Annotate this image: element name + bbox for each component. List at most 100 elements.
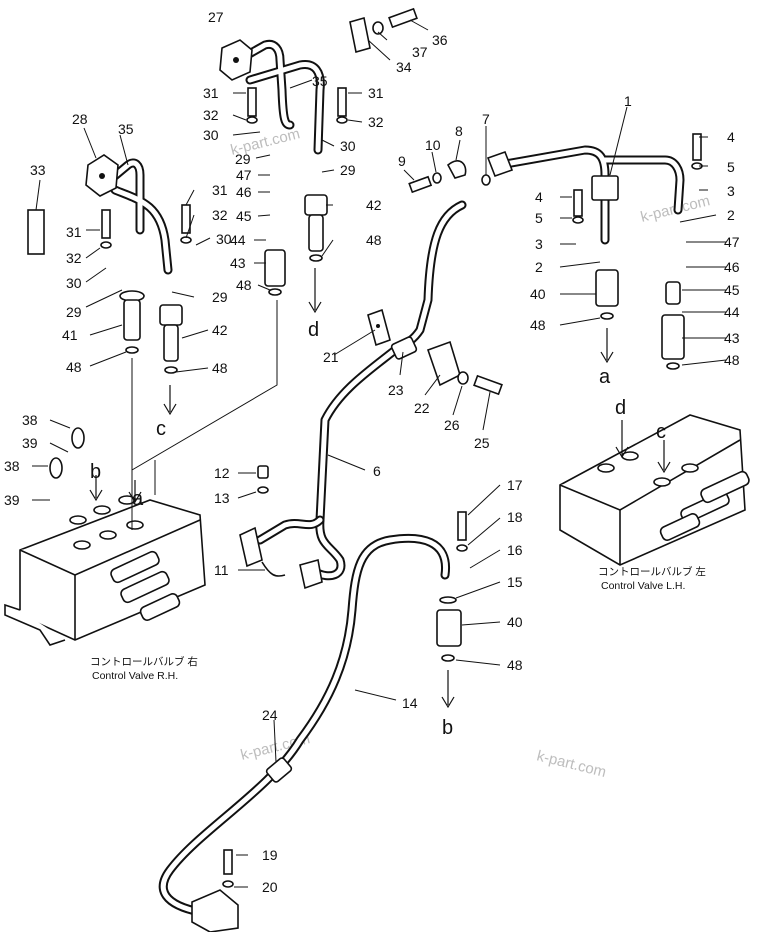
callout-7: 7 (482, 111, 490, 127)
callout-16: 16 (507, 542, 523, 558)
callout-13: 13 (214, 490, 230, 506)
callout-48: 48 (724, 352, 740, 368)
callout-30: 30 (340, 138, 356, 154)
callout-18: 18 (507, 509, 523, 525)
block-27 (219, 39, 253, 81)
pipe-27 (230, 39, 325, 155)
callout-29: 29 (212, 289, 228, 305)
callout-44: 44 (230, 232, 246, 248)
callout-19: 19 (262, 847, 278, 863)
callout-42: 42 (212, 322, 228, 338)
callout-12: 12 (214, 465, 230, 481)
letter-b: b (442, 717, 453, 739)
callout-14: 14 (402, 695, 418, 711)
block-28 (85, 154, 119, 197)
callout-3: 3 (727, 183, 735, 199)
callout-4: 4 (535, 189, 543, 205)
callout-40: 40 (530, 286, 546, 302)
callout-23: 23 (388, 382, 404, 398)
pipe-6 (310, 200, 467, 581)
callout-35: 35 (312, 73, 328, 89)
valve-stack-left-2 (159, 304, 183, 374)
letter-c: c (656, 421, 666, 443)
clamp-23 (390, 336, 418, 360)
clip-34 (349, 16, 371, 54)
callout-32: 32 (66, 250, 82, 266)
callout-34: 34 (396, 59, 412, 75)
callout-48: 48 (366, 232, 382, 248)
callout-40: 40 (507, 614, 523, 630)
connection-letters: a a b b c c d d (90, 319, 666, 739)
callout-48: 48 (236, 277, 252, 293)
callout-31: 31 (66, 224, 82, 240)
callout-17: 17 (507, 477, 523, 493)
bracket-33 (27, 209, 45, 255)
callout-2: 2 (727, 207, 735, 223)
pipe-28 (105, 158, 173, 275)
callout-8: 8 (455, 123, 463, 139)
callout-22: 22 (414, 400, 430, 416)
letter-d: d (308, 319, 319, 341)
callout-32: 32 (368, 114, 384, 130)
callout-leaders (32, 19, 727, 888)
callout-27: 27 (208, 9, 224, 25)
callout-48: 48 (66, 359, 82, 375)
caption-lh-english: Control Valve L.H. (601, 580, 685, 592)
callout-43: 43 (230, 255, 246, 271)
callout-30: 30 (216, 231, 232, 247)
callout-2: 2 (535, 259, 543, 275)
valve-stack-right (595, 269, 685, 370)
callout-20: 20 (262, 879, 278, 895)
callout-45: 45 (724, 282, 740, 298)
callout-42: 42 (366, 197, 382, 213)
bracket-left-lower (239, 526, 323, 590)
letter-a: a (599, 366, 611, 388)
callout-1: 1 (624, 93, 632, 109)
bolt-9-set (408, 160, 491, 194)
callout-45: 45 (236, 208, 252, 224)
callout-29: 29 (235, 151, 251, 167)
callout-labels: 1 2 2 3 3 4 4 5 5 6 8 9 10 11 12 13 14 1… (4, 9, 740, 895)
bolt-4-right (691, 133, 703, 170)
callout-48: 48 (212, 360, 228, 376)
callout-37: 37 (412, 44, 428, 60)
control-valve-lh (559, 414, 750, 566)
callout-29: 29 (340, 162, 356, 178)
callout-33: 33 (30, 162, 46, 178)
bolt-17 (456, 511, 468, 552)
caption-rh-japanese: コントロールバルブ 右 (90, 655, 198, 668)
pipe-lower-branch (255, 515, 325, 545)
caption-lh-japanese: コントロールバルブ 左 (598, 565, 706, 578)
callout-46: 46 (236, 184, 252, 200)
bolt-31-left (100, 209, 112, 249)
callout-31: 31 (368, 85, 384, 101)
letter-a: a (132, 488, 144, 510)
callout-21: 21 (323, 349, 339, 365)
callout-26: 26 (444, 417, 460, 433)
callout-31: 31 (212, 182, 228, 198)
callout-5: 5 (535, 210, 543, 226)
bolt-12 (257, 465, 269, 494)
callout-39: 39 (22, 435, 38, 451)
callout-28: 28 (72, 111, 88, 127)
callout-38: 38 (22, 412, 38, 428)
callout-35: 35 (118, 121, 134, 137)
callout-48: 48 (507, 657, 523, 673)
connection-lines (89, 268, 671, 709)
watermark: k-part.com (535, 747, 608, 781)
callout-32: 32 (212, 207, 228, 223)
clamp-24 (265, 757, 293, 783)
callout-29: 29 (66, 304, 82, 320)
callout-24: 24 (262, 707, 278, 723)
pipe-14 (158, 533, 450, 917)
callout-6: 6 (373, 463, 381, 479)
washer-37 (372, 21, 384, 35)
bolt-19 (222, 849, 234, 888)
callout-36: 36 (432, 32, 448, 48)
callout-47: 47 (724, 234, 740, 250)
callout-10: 10 (425, 137, 441, 153)
callout-15: 15 (507, 574, 523, 590)
valve-stack-mid (264, 194, 328, 296)
